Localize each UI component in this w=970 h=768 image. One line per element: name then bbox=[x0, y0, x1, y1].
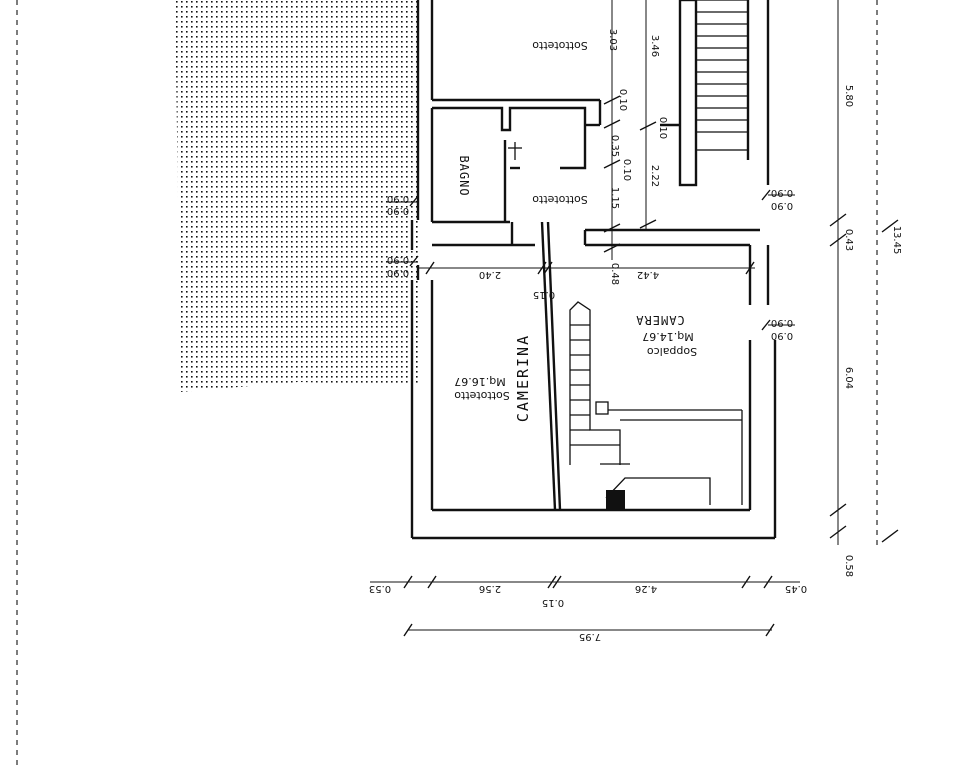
dim-2-40: 2.40 bbox=[479, 269, 501, 280]
dim-4-42: 4.42 bbox=[637, 269, 659, 280]
dim-4-26: 4.26 bbox=[635, 583, 657, 594]
room-label-cameretta: CAMERINA bbox=[514, 334, 532, 422]
dim-7-95: 7.95 bbox=[579, 631, 601, 642]
room-label-bagno: BAGNO bbox=[457, 155, 471, 196]
outer-walls bbox=[410, 0, 777, 540]
dim-0-43: 0.43 bbox=[843, 229, 854, 251]
dim-0-10-a: 0.10 bbox=[617, 89, 628, 111]
dim-0-90-c: 0.90 bbox=[387, 254, 409, 265]
dim-0-10-b: 0.10 bbox=[657, 117, 668, 139]
dim-0-90-g: 0.90 bbox=[771, 317, 793, 328]
room-area-soppalco: Mq.14.67 bbox=[642, 330, 693, 343]
dim-5-80: 5.80 bbox=[843, 85, 854, 107]
dim-0-90-h: 0.90 bbox=[771, 330, 793, 341]
dimension-lines bbox=[370, 0, 899, 637]
dim-3-46: 3.46 bbox=[649, 35, 660, 57]
stair-soppalco bbox=[569, 301, 743, 510]
dim-3-03: 3.03 bbox=[607, 29, 618, 51]
dim-0-15-a: 0.15 bbox=[533, 289, 555, 300]
dim-0-58: 0.58 bbox=[843, 555, 854, 577]
room-label-soppalco: Soppalco bbox=[647, 345, 698, 358]
room-label-sottotetto-top: Sottotetto bbox=[532, 39, 588, 52]
room-label-sottotetto-mid: Sottotetto bbox=[532, 193, 588, 206]
dim-2-56: 2.56 bbox=[479, 583, 501, 594]
dim-0-15-b: 0.15 bbox=[542, 597, 564, 608]
roof-hatch-area bbox=[175, 0, 418, 392]
stair-upper bbox=[695, 0, 749, 151]
dim-13-45: 13.45 bbox=[891, 226, 902, 255]
dim-0-48: 0.48 bbox=[609, 263, 620, 285]
dim-0-53: 0.53 bbox=[369, 583, 391, 594]
room-label-camera: CAMERA bbox=[635, 313, 684, 327]
interior-walls bbox=[430, 0, 760, 511]
dim-0-90-e: 0.90 bbox=[771, 187, 793, 198]
dim-6-04: 6.04 bbox=[843, 367, 854, 389]
dim-0-90-f: 0.90 bbox=[771, 200, 793, 211]
dim-2-22: 2.22 bbox=[649, 165, 660, 187]
room-area-sottotetto-left: Mq.16.67 bbox=[454, 375, 505, 388]
room-label-sottotetto-left: Sottotetto bbox=[454, 389, 510, 402]
dim-0-45: 0.45 bbox=[785, 583, 807, 594]
dim-0-90-a: 0.90 bbox=[387, 193, 409, 204]
dim-1-15: 1.15 bbox=[609, 187, 620, 209]
dim-0-35: 0.35 bbox=[609, 135, 620, 157]
dim-0-90-b: 0.90 bbox=[387, 205, 409, 216]
stair-arrow bbox=[606, 490, 625, 510]
dim-0-10-c: 0.10 bbox=[621, 159, 632, 181]
dim-0-90-d: 0.90 bbox=[387, 267, 409, 278]
